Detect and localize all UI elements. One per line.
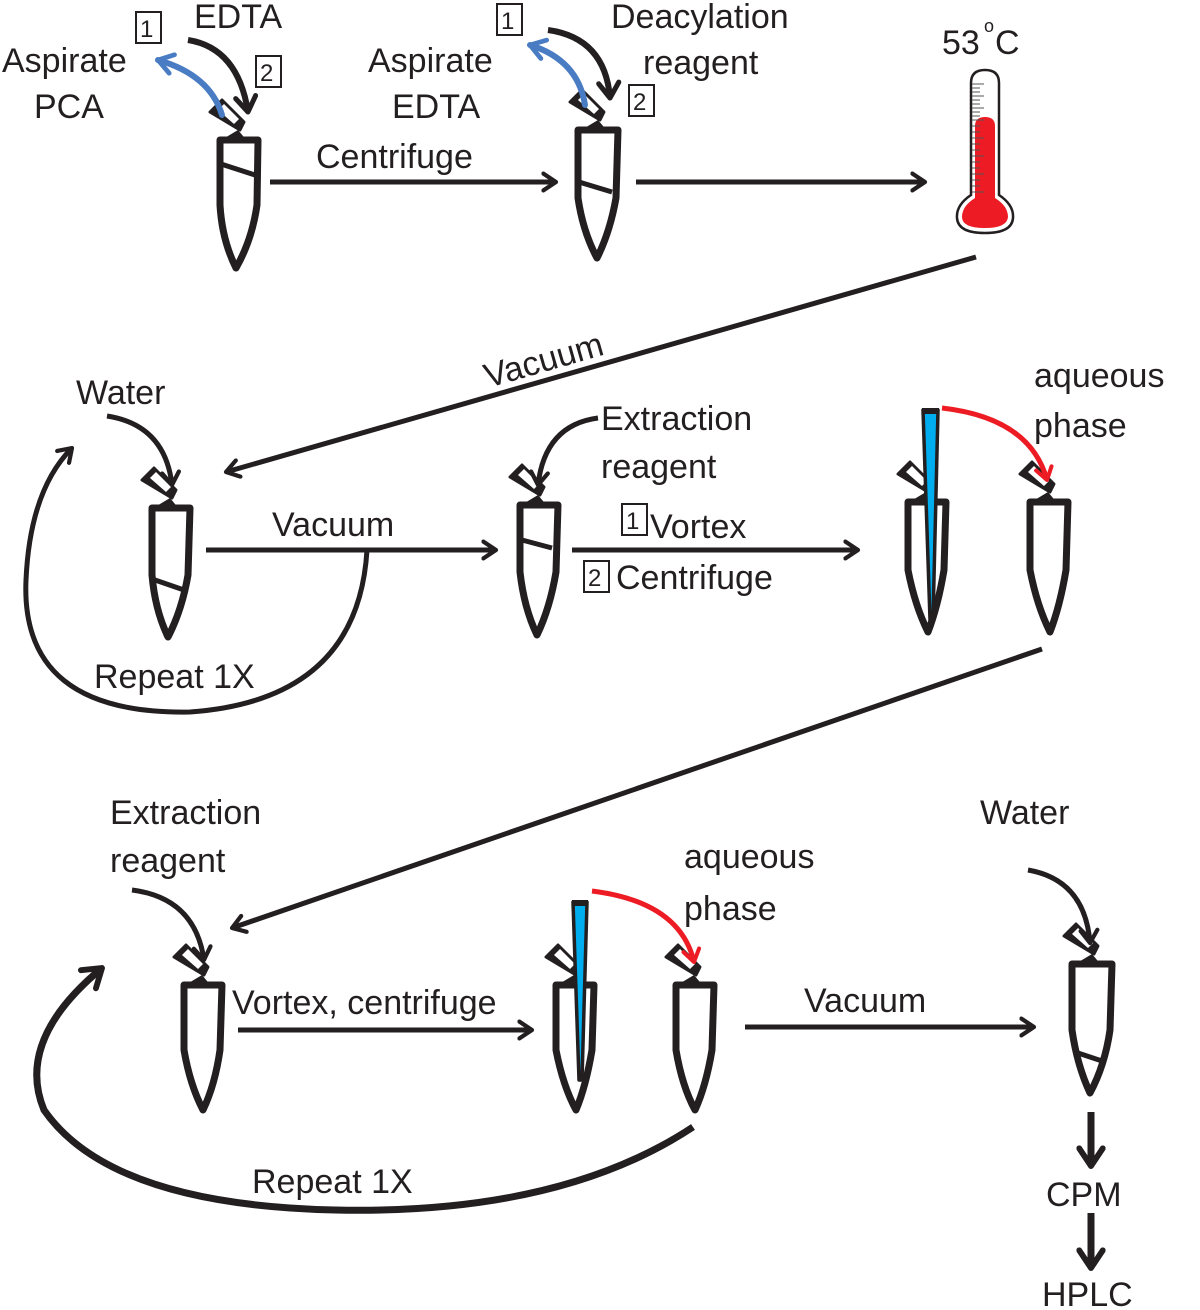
transfer-arrow-2 bbox=[591, 888, 702, 964]
extraction-add-arrow-1 bbox=[529, 415, 599, 488]
tube-1 bbox=[208, 98, 262, 272]
repeat-label-1: Repeat 1X bbox=[94, 658, 255, 696]
final-step-cpm: CPM bbox=[1046, 1176, 1122, 1214]
water-add-arrow-1 bbox=[106, 413, 181, 488]
tube-6-aqueous bbox=[1018, 460, 1072, 636]
centrifuge-label: Centrifuge bbox=[316, 138, 473, 176]
vacuum-label-3: Vacuum bbox=[804, 982, 926, 1020]
water-label-2: Water bbox=[980, 794, 1069, 832]
svg-text:2: 2 bbox=[588, 565, 601, 592]
repeat-loop-arrow-2 bbox=[33, 965, 695, 1214]
step-badge-2: 2 bbox=[255, 55, 282, 88]
add-label-deacylation-line2: reagent bbox=[643, 44, 759, 82]
step-badge-3: 1 bbox=[496, 3, 523, 36]
aqueous-label-2-line2: phase bbox=[684, 890, 777, 928]
tube-3 bbox=[140, 466, 194, 641]
svg-text:1: 1 bbox=[626, 508, 639, 535]
tube-7-aqueous bbox=[172, 943, 226, 1114]
connector-arrow-2 bbox=[229, 646, 1043, 934]
extraction-label-1-line1: Extraction bbox=[601, 400, 752, 438]
water-label-1: Water bbox=[76, 374, 165, 412]
svg-text:o: o bbox=[984, 16, 994, 36]
aspirate-label-1-line2: PCA bbox=[34, 88, 104, 126]
vortex-label: Vortex bbox=[650, 508, 746, 546]
pipette-tip-1 bbox=[921, 408, 940, 622]
step-badge-4: 2 bbox=[628, 84, 655, 117]
tube-10 bbox=[1062, 922, 1116, 1097]
svg-text:2: 2 bbox=[260, 60, 273, 87]
add-label-edta: EDTA bbox=[194, 0, 282, 36]
extraction-label-1-line2: reagent bbox=[601, 448, 717, 486]
svg-text:53: 53 bbox=[942, 24, 980, 62]
thermometer-icon bbox=[955, 68, 1015, 235]
aspirate-label-2-line1: Aspirate bbox=[368, 42, 493, 80]
temperature-label: 53 o C bbox=[942, 16, 1020, 62]
add-arrow-2 bbox=[547, 27, 622, 101]
step-badge-5: 1 bbox=[621, 503, 648, 536]
svg-text:1: 1 bbox=[501, 8, 514, 35]
extraction-label-2-line2: reagent bbox=[110, 842, 226, 880]
extraction-label-2-line1: Extraction bbox=[110, 794, 261, 832]
centrifuge-label-2: Centrifuge bbox=[616, 559, 773, 597]
transfer-arrow-1 bbox=[941, 405, 1054, 482]
extraction-add-arrow-2 bbox=[131, 887, 213, 963]
svg-text:2: 2 bbox=[633, 89, 646, 116]
step-badge-1: 1 bbox=[135, 11, 162, 44]
tube-4 bbox=[508, 463, 562, 639]
add-arrow-1 bbox=[187, 37, 259, 115]
repeat-loop-arrow-1 bbox=[23, 445, 370, 715]
final-step-hplc: HPLC bbox=[1042, 1276, 1133, 1310]
repeat-label-2: Repeat 1X bbox=[252, 1163, 413, 1201]
vortex-centrifuge-label: Vortex, centrifuge bbox=[232, 984, 497, 1022]
vacuum-connector-arrow bbox=[223, 254, 977, 479]
svg-text:C: C bbox=[995, 24, 1020, 62]
aspirate-arrow-1 bbox=[155, 52, 225, 118]
vacuum-label-2: Vacuum bbox=[272, 506, 394, 544]
water-add-arrow-2 bbox=[1027, 867, 1100, 946]
aspirate-label-1-line1: Aspirate bbox=[2, 42, 127, 80]
vacuum-connector-label: Vacuum bbox=[480, 325, 608, 395]
tube-2 bbox=[568, 88, 622, 262]
aqueous-label-1-line1: aqueous bbox=[1034, 357, 1164, 395]
add-label-deacylation-line1: Deacylation bbox=[611, 0, 789, 36]
tube-9-aqueous bbox=[664, 943, 718, 1114]
svg-text:1: 1 bbox=[140, 16, 153, 43]
aspirate-label-2-line2: EDTA bbox=[392, 88, 480, 126]
step-badge-6: 2 bbox=[583, 560, 610, 593]
tube-5-phase-separated bbox=[896, 460, 950, 636]
pipette-tip-2 bbox=[571, 900, 589, 1082]
aqueous-label-1-line2: phase bbox=[1034, 407, 1127, 445]
aqueous-label-2-line1: aqueous bbox=[684, 838, 814, 876]
aspirate-arrow-2 bbox=[527, 37, 588, 108]
